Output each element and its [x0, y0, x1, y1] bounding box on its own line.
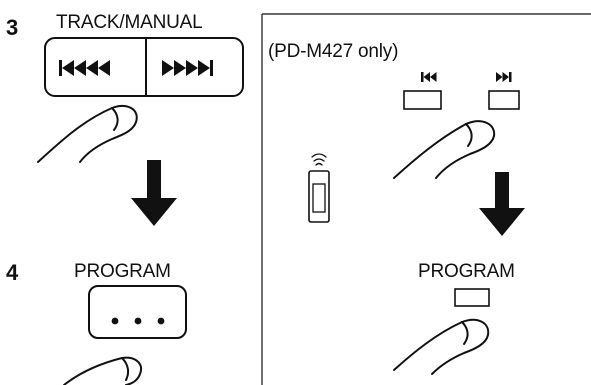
arrow-down-icon: [479, 172, 525, 236]
skip-back-icon: [421, 72, 437, 82]
skip-forward-icon: [496, 72, 512, 82]
remote-program-button[interactable]: [454, 288, 490, 307]
finger-press-icon: [37, 104, 138, 163]
arrow-down-icon: [131, 160, 177, 226]
program-label: PROGRAM: [74, 261, 171, 282]
finger-press-icon: [393, 120, 496, 179]
track-manual-label: TRACK/MANUAL: [56, 12, 203, 33]
remote-panel: [261, 13, 591, 385]
track-manual-button[interactable]: [44, 37, 244, 97]
step-4-number: 4: [6, 260, 19, 285]
program-button[interactable]: [88, 285, 187, 339]
remote-control-icon: [308, 153, 330, 223]
skip-forward-icon: [162, 60, 213, 76]
dots-icon: [111, 317, 165, 325]
remote-program-label: PROGRAM: [418, 261, 515, 282]
remote-back-button[interactable]: [403, 90, 442, 110]
finger-press-icon: [63, 356, 142, 385]
skip-back-icon: [59, 60, 110, 76]
finger-press-icon: [393, 318, 490, 375]
remote-forward-button[interactable]: [488, 90, 520, 110]
step-3-number: 3: [6, 15, 19, 40]
remote-note: (PD-M427 only): [268, 41, 399, 62]
